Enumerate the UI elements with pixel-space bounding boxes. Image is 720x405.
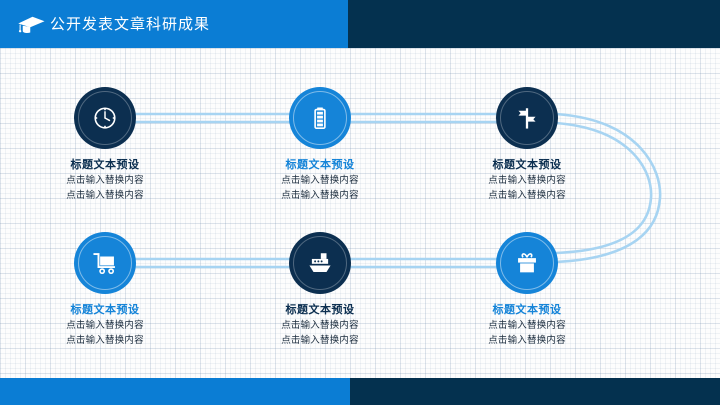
header-bar: 公开发表文章科研成果 bbox=[0, 0, 720, 48]
node-4-line1: 点击输入替换内容 bbox=[66, 320, 144, 331]
node-1-line2: 点击输入替换内容 bbox=[66, 190, 144, 201]
node-3-title: 标题文本预设 bbox=[492, 158, 562, 171]
graduation-cap-icon bbox=[16, 14, 46, 36]
node-5-line1: 点击输入替换内容 bbox=[281, 320, 359, 331]
node-3-line1: 点击输入替换内容 bbox=[488, 175, 566, 186]
node-3-circle[interactable] bbox=[496, 87, 558, 149]
node-2-line2: 点击输入替换内容 bbox=[281, 190, 359, 201]
node-3-line2: 点击输入替换内容 bbox=[488, 190, 566, 201]
node-1-line1: 点击输入替换内容 bbox=[66, 175, 144, 186]
node-6-line1: 点击输入替换内容 bbox=[488, 320, 566, 331]
node-2[interactable]: 标题文本预设 点击输入替换内容 点击输入替换内容 bbox=[240, 87, 400, 202]
page-title: 公开发表文章科研成果 bbox=[50, 15, 211, 33]
node-1-circle[interactable] bbox=[74, 87, 136, 149]
node-2-title: 标题文本预设 bbox=[285, 158, 355, 171]
clock-icon bbox=[74, 87, 136, 149]
node-1[interactable]: 标题文本预设 点击输入替换内容 点击输入替换内容 bbox=[25, 87, 185, 202]
footer-bar-left-block bbox=[0, 378, 350, 405]
ship-icon bbox=[289, 232, 351, 294]
header-bar-right-block bbox=[348, 0, 720, 48]
node-4[interactable]: 标题文本预设 点击输入替换内容 点击输入替换内容 bbox=[25, 232, 185, 347]
node-2-circle[interactable] bbox=[289, 87, 351, 149]
shopping-cart-icon bbox=[74, 232, 136, 294]
node-5[interactable]: 标题文本预设 点击输入替换内容 点击输入替换内容 bbox=[240, 232, 400, 347]
header-bar-left-block bbox=[0, 0, 348, 48]
node-6-line2: 点击输入替换内容 bbox=[488, 335, 566, 346]
battery-icon bbox=[289, 87, 351, 149]
node-5-line2: 点击输入替换内容 bbox=[281, 335, 359, 346]
node-4-circle[interactable] bbox=[74, 232, 136, 294]
node-3[interactable]: 标题文本预设 点击输入替换内容 点击输入替换内容 bbox=[447, 87, 607, 202]
node-5-title: 标题文本预设 bbox=[285, 303, 355, 316]
node-6-title: 标题文本预设 bbox=[492, 303, 562, 316]
node-6-circle[interactable] bbox=[496, 232, 558, 294]
node-6[interactable]: 标题文本预设 点击输入替换内容 点击输入替换内容 bbox=[447, 232, 607, 347]
gift-icon bbox=[496, 232, 558, 294]
node-4-line2: 点击输入替换内容 bbox=[66, 335, 144, 346]
node-1-title: 标题文本预设 bbox=[70, 158, 140, 171]
node-2-line1: 点击输入替换内容 bbox=[281, 175, 359, 186]
footer-bar-right-block bbox=[350, 378, 720, 405]
signpost-icon bbox=[496, 87, 558, 149]
node-4-title: 标题文本预设 bbox=[70, 303, 140, 316]
node-5-circle[interactable] bbox=[289, 232, 351, 294]
footer-bar bbox=[0, 378, 720, 405]
